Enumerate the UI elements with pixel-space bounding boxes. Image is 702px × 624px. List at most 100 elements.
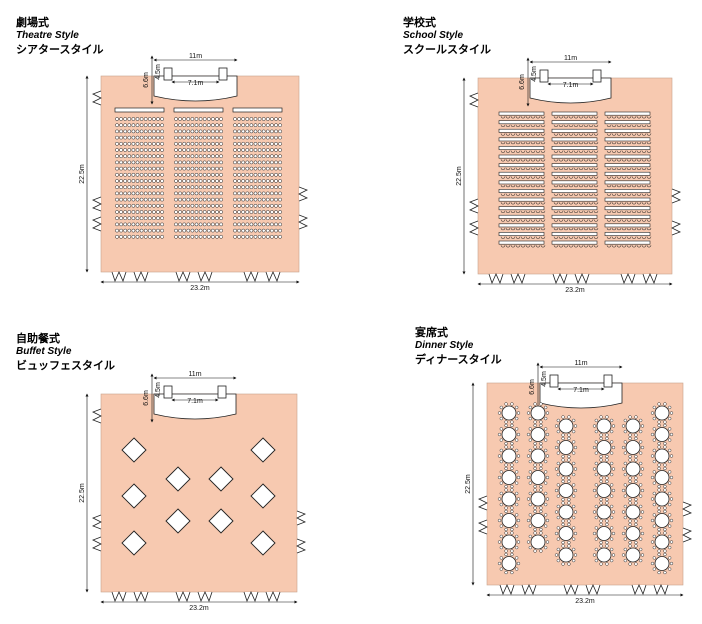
seat bbox=[156, 185, 160, 190]
seat bbox=[202, 228, 207, 233]
seat bbox=[270, 148, 274, 152]
chair bbox=[588, 116, 594, 119]
seat bbox=[131, 123, 136, 128]
chair bbox=[611, 159, 617, 162]
chair bbox=[626, 167, 632, 171]
seat bbox=[156, 216, 160, 221]
chair bbox=[593, 210, 599, 214]
seat bbox=[156, 197, 160, 202]
seat bbox=[278, 185, 282, 190]
seat bbox=[123, 148, 128, 152]
chair bbox=[652, 491, 656, 496]
chair bbox=[572, 451, 576, 455]
chair bbox=[668, 567, 672, 571]
chair bbox=[505, 184, 511, 188]
round-table bbox=[654, 427, 670, 442]
chair bbox=[623, 537, 627, 541]
chair bbox=[668, 459, 672, 464]
seat bbox=[219, 148, 223, 152]
chair bbox=[646, 124, 652, 128]
chair bbox=[499, 459, 503, 464]
seat bbox=[211, 166, 215, 171]
chair bbox=[528, 481, 532, 485]
chair bbox=[515, 210, 521, 214]
seat bbox=[143, 141, 148, 146]
seat bbox=[249, 117, 254, 121]
chair bbox=[544, 545, 548, 550]
desk-2-10 bbox=[604, 197, 651, 202]
desk-0-5 bbox=[498, 154, 545, 159]
chair bbox=[606, 193, 612, 196]
seat bbox=[127, 185, 132, 190]
seat bbox=[237, 154, 241, 159]
chair bbox=[540, 245, 546, 248]
chair bbox=[499, 481, 503, 485]
chair bbox=[631, 193, 637, 196]
chair bbox=[544, 416, 548, 421]
chair bbox=[556, 483, 560, 487]
chair bbox=[568, 210, 574, 214]
seat bbox=[156, 191, 160, 196]
chair bbox=[540, 133, 546, 136]
seat bbox=[119, 191, 123, 196]
chair bbox=[621, 124, 627, 128]
seat bbox=[261, 234, 266, 239]
seat bbox=[123, 172, 128, 177]
chair bbox=[556, 547, 560, 552]
seat bbox=[215, 141, 219, 146]
chair bbox=[516, 561, 521, 566]
seat bbox=[119, 222, 123, 227]
chair bbox=[515, 193, 521, 196]
seat bbox=[178, 222, 182, 227]
chair bbox=[553, 124, 559, 128]
chair bbox=[636, 141, 642, 145]
chair bbox=[628, 479, 632, 484]
seat bbox=[174, 228, 178, 233]
chair bbox=[646, 210, 652, 214]
round-table bbox=[501, 491, 517, 507]
chair bbox=[621, 150, 627, 153]
chair bbox=[510, 423, 514, 428]
chair bbox=[634, 433, 638, 437]
seat bbox=[257, 216, 262, 221]
door-bottom-school-0 bbox=[488, 273, 504, 285]
seat bbox=[174, 191, 178, 196]
chair bbox=[583, 184, 589, 188]
title-buffet-en: Buffet Style bbox=[16, 346, 72, 357]
seat bbox=[241, 216, 246, 221]
dim-width-dinner: 23.2m bbox=[575, 598, 595, 605]
chair bbox=[499, 491, 503, 496]
chair bbox=[515, 567, 519, 571]
head-table-1 bbox=[173, 107, 224, 113]
chair bbox=[657, 527, 661, 532]
seat bbox=[241, 123, 246, 128]
chair bbox=[558, 193, 564, 196]
chair bbox=[530, 167, 536, 171]
seat bbox=[249, 197, 254, 202]
seat bbox=[211, 160, 215, 165]
chair bbox=[636, 193, 642, 196]
seat bbox=[160, 179, 164, 183]
seat bbox=[245, 216, 250, 221]
seat bbox=[278, 216, 282, 221]
chair bbox=[510, 133, 516, 136]
seat bbox=[186, 222, 191, 227]
seat bbox=[135, 135, 140, 140]
desk-1-3 bbox=[551, 137, 598, 142]
chair bbox=[553, 133, 559, 136]
seat bbox=[152, 123, 156, 128]
chair bbox=[545, 411, 550, 415]
chair bbox=[567, 562, 571, 566]
chair bbox=[594, 418, 598, 423]
chair bbox=[634, 415, 638, 419]
seat bbox=[115, 160, 119, 165]
seat bbox=[115, 129, 119, 134]
seat bbox=[115, 234, 119, 239]
chair bbox=[539, 527, 543, 532]
chair bbox=[540, 210, 546, 214]
chair bbox=[623, 515, 627, 520]
chair bbox=[631, 236, 637, 239]
seat bbox=[261, 172, 266, 177]
chair bbox=[583, 116, 589, 119]
seat bbox=[131, 203, 136, 208]
